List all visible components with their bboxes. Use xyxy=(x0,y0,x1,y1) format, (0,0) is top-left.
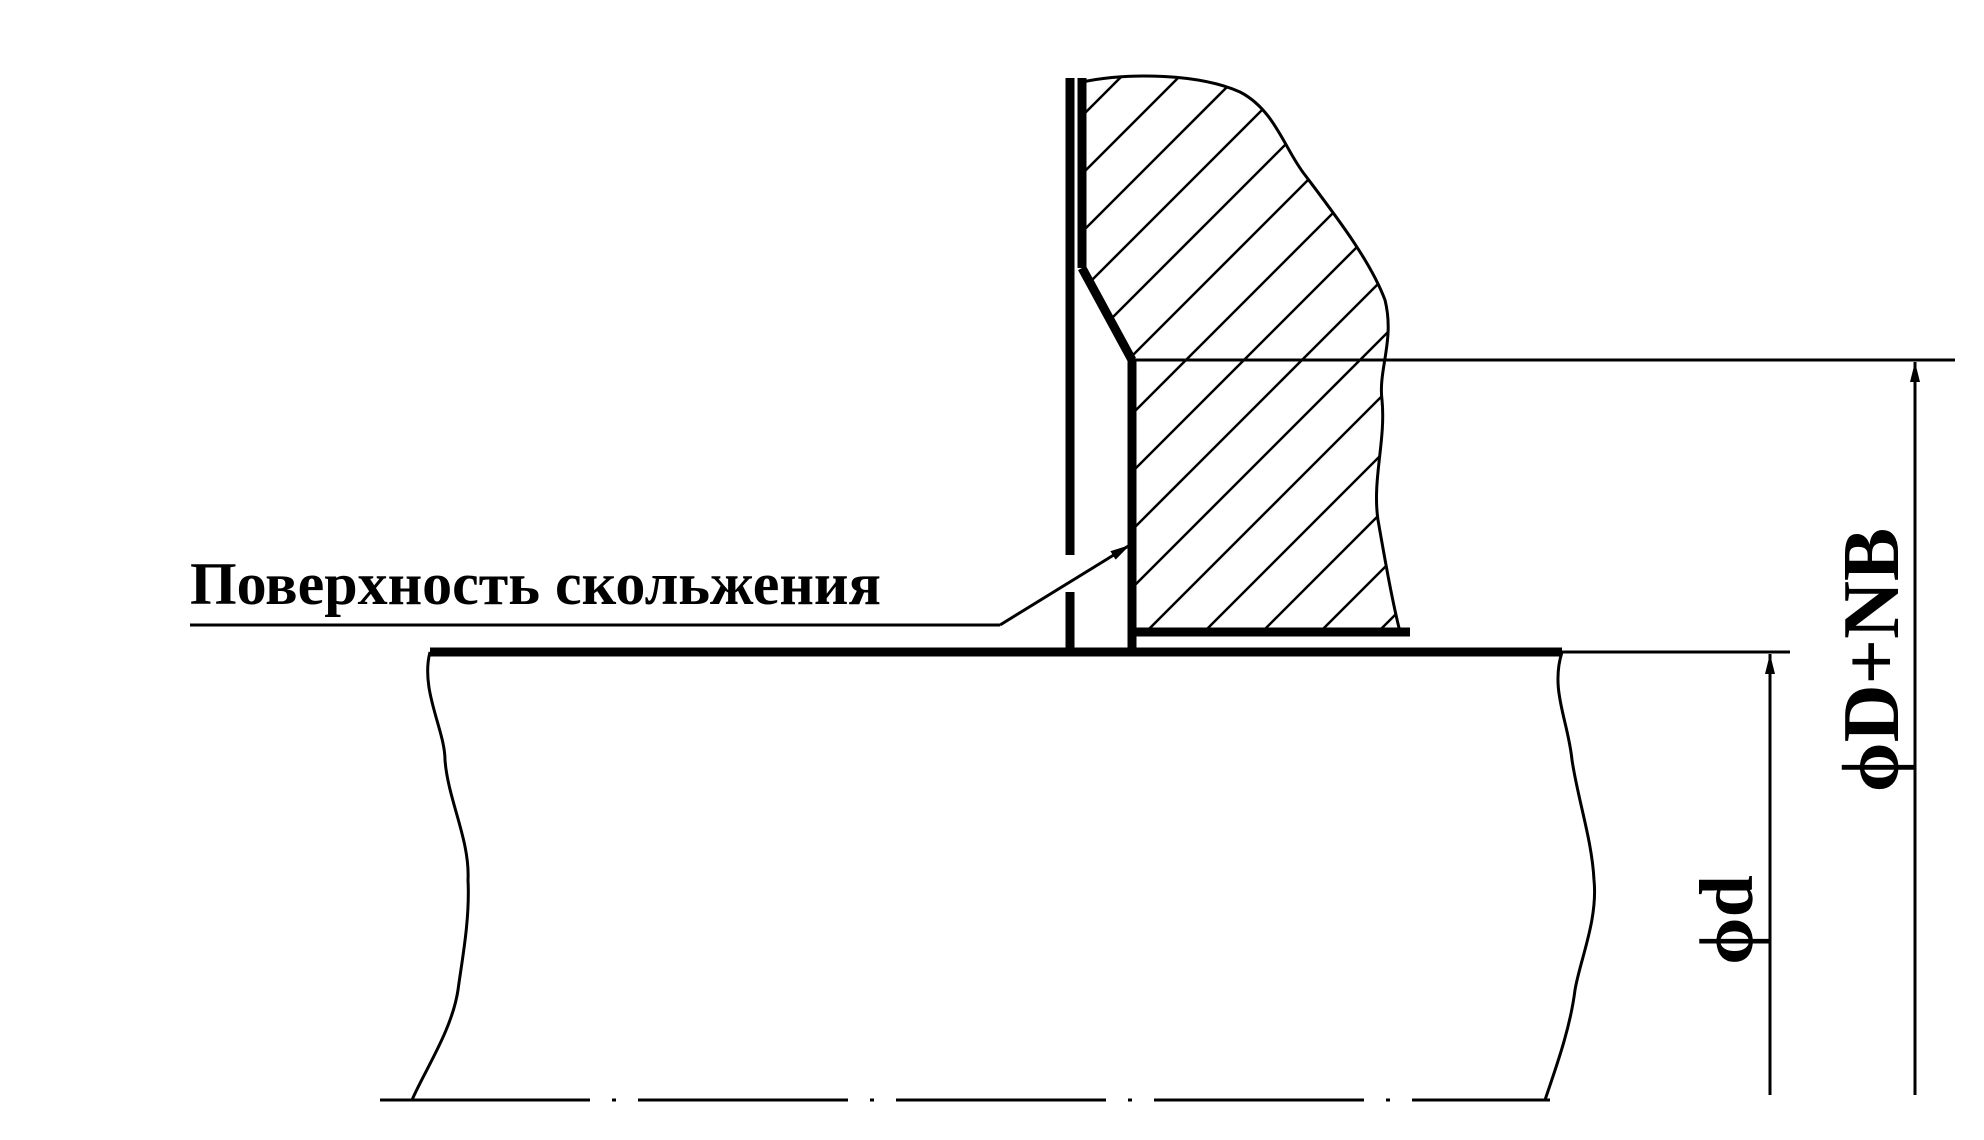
surface-label: Поверхность скольжения xyxy=(190,551,881,617)
shaft-diameter-label: ϕd xyxy=(1685,875,1769,965)
outer-diameter-label: ϕD+NB xyxy=(1828,528,1916,792)
leader-line xyxy=(999,543,1131,627)
hatch-line xyxy=(1082,76,1315,632)
hatch-line xyxy=(1082,76,1257,632)
hatch-line xyxy=(1082,76,1400,632)
hatch-line xyxy=(1135,76,1400,632)
hatch-line xyxy=(1082,76,1400,632)
hatch-line xyxy=(1082,76,1400,632)
hatch-line xyxy=(1251,76,1400,632)
shaft-right-break-line xyxy=(1543,651,1597,1101)
hatch-line xyxy=(1082,76,1400,632)
hatch-line xyxy=(1082,76,1400,632)
seal-lip-chamfer xyxy=(1078,265,1136,363)
shaft-left-break-line xyxy=(410,651,470,1101)
hatch-line xyxy=(1082,76,1373,632)
hatch-line xyxy=(1082,76,1400,632)
housing-break-line xyxy=(1081,74,1402,633)
hatch-line xyxy=(1193,76,1400,632)
